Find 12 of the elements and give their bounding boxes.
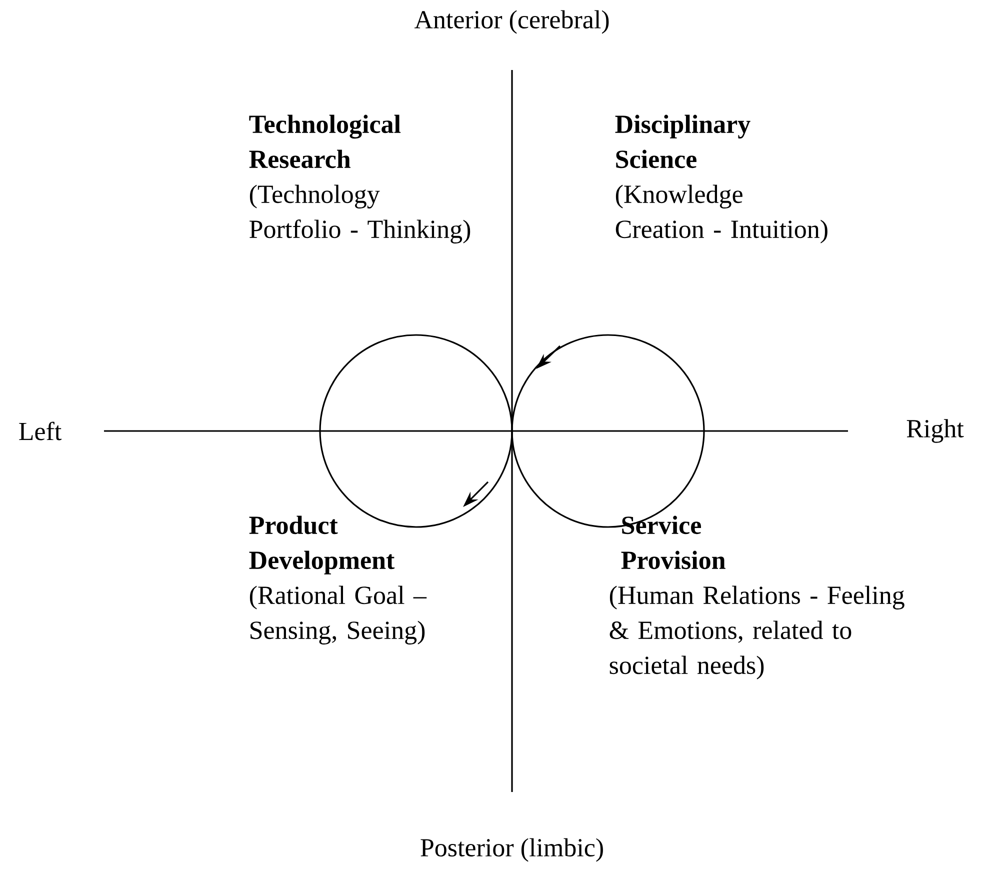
axis-label: Right [906,419,964,443]
quadrant-description: (Human Relations - Feeling & Emotions, related to societal needs) [610,586,904,680]
axis-label: Anterior (cerebral) [414,10,609,34]
quadrant-heading: Service Provision [621,516,726,570]
axis-label: Posterior (limbic) [420,838,603,862]
axis-label: Left [19,422,62,440]
quadrant-description: (Rational Goal – Sensing, Seeing) [250,586,427,644]
quadrant-description: (Knowledge Creation - Intuition) [616,184,828,244]
quadrant-heading: Disciplinary Science [615,114,750,168]
quadrant-description: (Technology Portfolio - Thinking) [250,184,470,244]
quadrant-heading: Technological Research [249,114,401,168]
quadrant-heading: Product Development [249,516,395,574]
